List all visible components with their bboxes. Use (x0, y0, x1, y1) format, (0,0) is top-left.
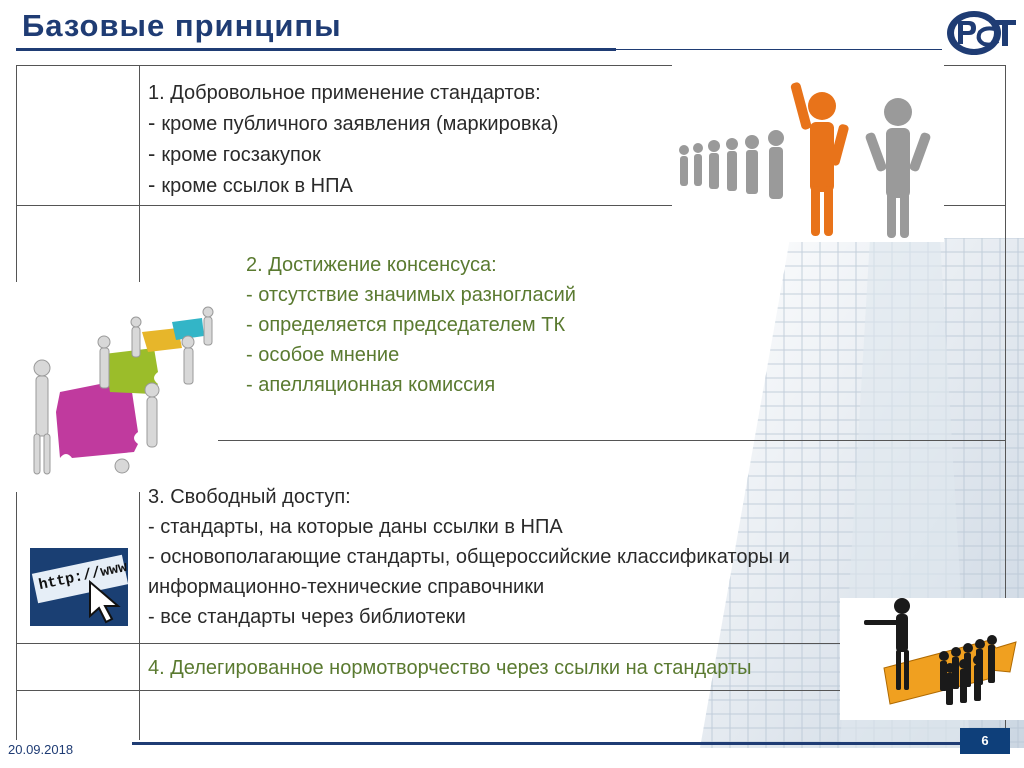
cursor-arrow-icon (89, 579, 121, 624)
puzzle-team-illustration (12, 282, 218, 492)
row-divider-1 (16, 205, 1006, 206)
rst-logo (947, 11, 1016, 55)
title-underline (16, 48, 616, 51)
section-1-bullet: -кроме ссылок в НПА (148, 172, 353, 197)
section-2-line: - апелляционная комиссия (246, 374, 496, 396)
leader-arrow-illustration (840, 598, 1024, 720)
section-3-line: - все стандарты через библиотеки (148, 606, 466, 628)
section-3: 3. Свободный доступ: - стандарты, на кот… (148, 482, 790, 632)
page-number: 6 (960, 728, 1010, 754)
section-4: 4. Делегированное нормотворчество через … (148, 653, 751, 683)
section-2: 2. Достижение консенсуса: - отсутствие з… (246, 250, 576, 400)
row-divider-2 (16, 440, 1006, 441)
section-3-line: - основополагающие стандарты, общероссий… (148, 546, 790, 568)
section-3-line: информационно-технические справочники (148, 576, 545, 598)
table-border-right (1005, 65, 1006, 740)
section-3-heading: 3. Свободный доступ: (148, 486, 351, 508)
title-underline-thin (616, 49, 942, 50)
footer-date: 20.09.2018 (8, 742, 74, 757)
page-title: Базовые принципы (22, 8, 342, 43)
row-divider-4 (16, 690, 1006, 691)
section-1-bullet: -кроме публичного заявления (маркировка) (148, 110, 559, 135)
section-1-bullet: -кроме госзакупок (148, 141, 321, 166)
section-1-heading: 1. Добровольное применение стандартов: (148, 82, 541, 104)
section-2-heading: 2. Достижение консенсуса: (246, 254, 497, 276)
section-2-line: - отсутствие значимых разногласий (246, 284, 576, 306)
table-border-top (16, 65, 1006, 66)
section-1: 1. Добровольное применение стандартов: -… (148, 78, 558, 201)
row-divider-3 (16, 643, 1006, 644)
section-2-line: - особое мнение (246, 344, 400, 366)
section-2-line: - определяется председателем ТК (246, 314, 566, 336)
section-3-line: - стандарты, на которые даны ссылки в НП… (148, 516, 563, 538)
people-leader-illustration (672, 62, 944, 242)
section-4-heading: 4. Делегированное нормотворчество через … (148, 657, 752, 679)
footer-line (132, 742, 1000, 745)
http-illustration: http://www (30, 548, 128, 626)
